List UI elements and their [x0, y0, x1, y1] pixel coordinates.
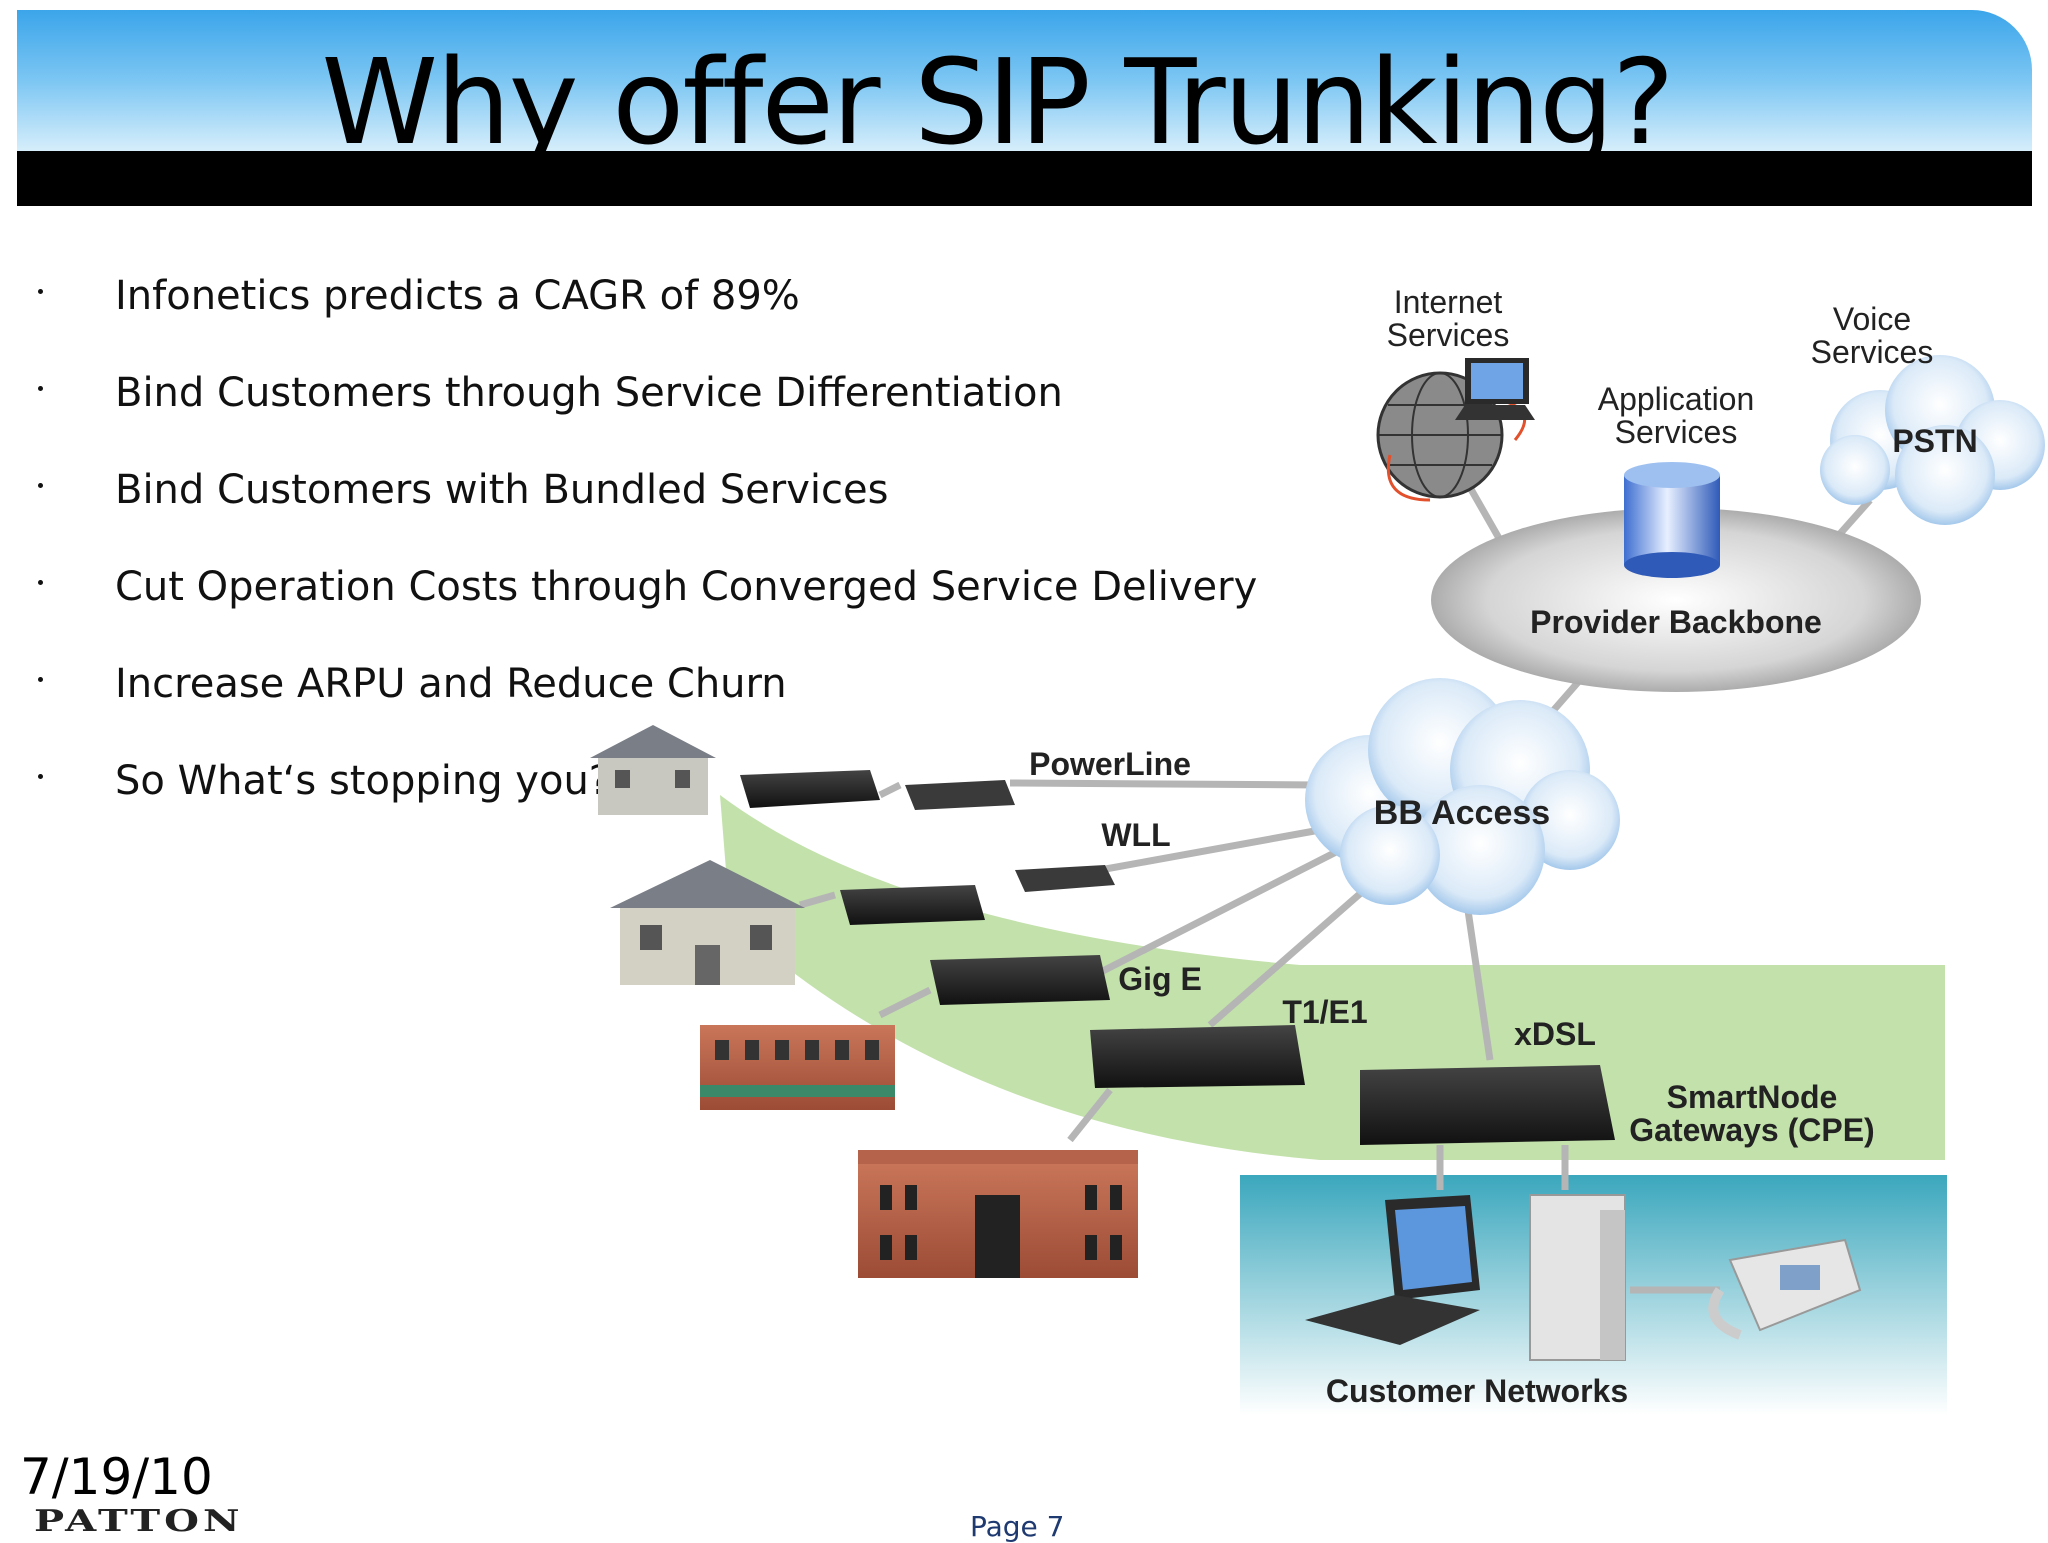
bb-access-cloud-icon [1305, 678, 1620, 915]
title-banner: Why offer SIP Trunking? [17, 10, 2032, 171]
bullet-item: So What‘s stopping you? [30, 750, 1210, 847]
office-building-icon [858, 1150, 1138, 1278]
patton-logo: PATTON [34, 1503, 244, 1539]
bullet-dot-icon [38, 677, 43, 682]
bullet-item: Infonetics predicts a CAGR of 89% [30, 265, 1210, 362]
bullet-item: Bind Customers through Service Different… [30, 362, 1210, 459]
wll-label: WLL [1101, 817, 1170, 853]
bullet-dot-icon [38, 289, 43, 294]
smartnode-label-line1: SmartNode [1667, 1079, 1838, 1115]
bullet-dot-icon [38, 580, 43, 585]
pstn-cloud-icon [1820, 355, 2045, 525]
gateway-device-icon [905, 780, 1015, 810]
gateway-device-icon [1090, 1025, 1305, 1088]
internet-laptop-icon [1455, 358, 1535, 420]
customer-laptop-icon [1305, 1195, 1480, 1345]
house-icon [610, 860, 805, 985]
application-services-label-line1: Application [1598, 381, 1755, 417]
provider-backbone-ellipse [1431, 508, 1921, 692]
bb-access-label: BB Access [1374, 794, 1550, 832]
application-services-label-line2: Services [1615, 414, 1738, 450]
commercial-building-icon [700, 1025, 895, 1110]
page-number: Page 7 [970, 1510, 1065, 1543]
voice-services-label-line2: Services [1811, 334, 1934, 370]
smartnode-label-line2: Gateways (CPE) [1629, 1112, 1874, 1148]
customer-networks-label: Customer Networks [1326, 1373, 1628, 1409]
internet-services-label-line1: Internet [1394, 284, 1503, 320]
bullet-dot-icon [38, 386, 43, 391]
bullet-item: Increase ARPU and Reduce Churn [30, 653, 1210, 750]
gateway-device-icon [840, 885, 985, 925]
slide-date: 7/19/10 [20, 1448, 213, 1506]
gateway-device-icon [1015, 865, 1115, 892]
powerline-label: PowerLine [1029, 746, 1191, 782]
bullet-item: Cut Operation Costs through Converged Se… [30, 556, 1257, 653]
access-band [720, 795, 1945, 1160]
bullet-list: Infonetics predicts a CAGR of 89% Bind C… [30, 265, 1257, 847]
application-services-database-icon [1624, 462, 1720, 578]
slide-title: Why offer SIP Trunking? [321, 33, 1674, 171]
bullet-dot-icon [38, 483, 43, 488]
provider-backbone-label: Provider Backbone [1530, 604, 1822, 640]
customer-server-icon [1529, 1194, 1626, 1361]
house-icon [590, 725, 716, 815]
gateway-device-icon [740, 770, 880, 808]
customer-phone-icon [1708, 1238, 1862, 1340]
title-underline-bar [17, 151, 2032, 206]
pstn-label: PSTN [1892, 423, 1977, 459]
voice-services-label-line1: Voice [1833, 301, 1911, 337]
bullet-item: Bind Customers with Bundled Services [30, 459, 1210, 556]
bullet-dot-icon [38, 774, 43, 779]
internet-services-label-line2: Services [1387, 317, 1510, 353]
gateway-device-icon [930, 955, 1110, 1005]
gig-e-label: Gig E [1118, 961, 1202, 997]
smartnode-gateway-icon [1360, 1065, 1615, 1145]
t1e1-label: T1/E1 [1282, 994, 1367, 1030]
xdsl-label: xDSL [1514, 1016, 1596, 1052]
